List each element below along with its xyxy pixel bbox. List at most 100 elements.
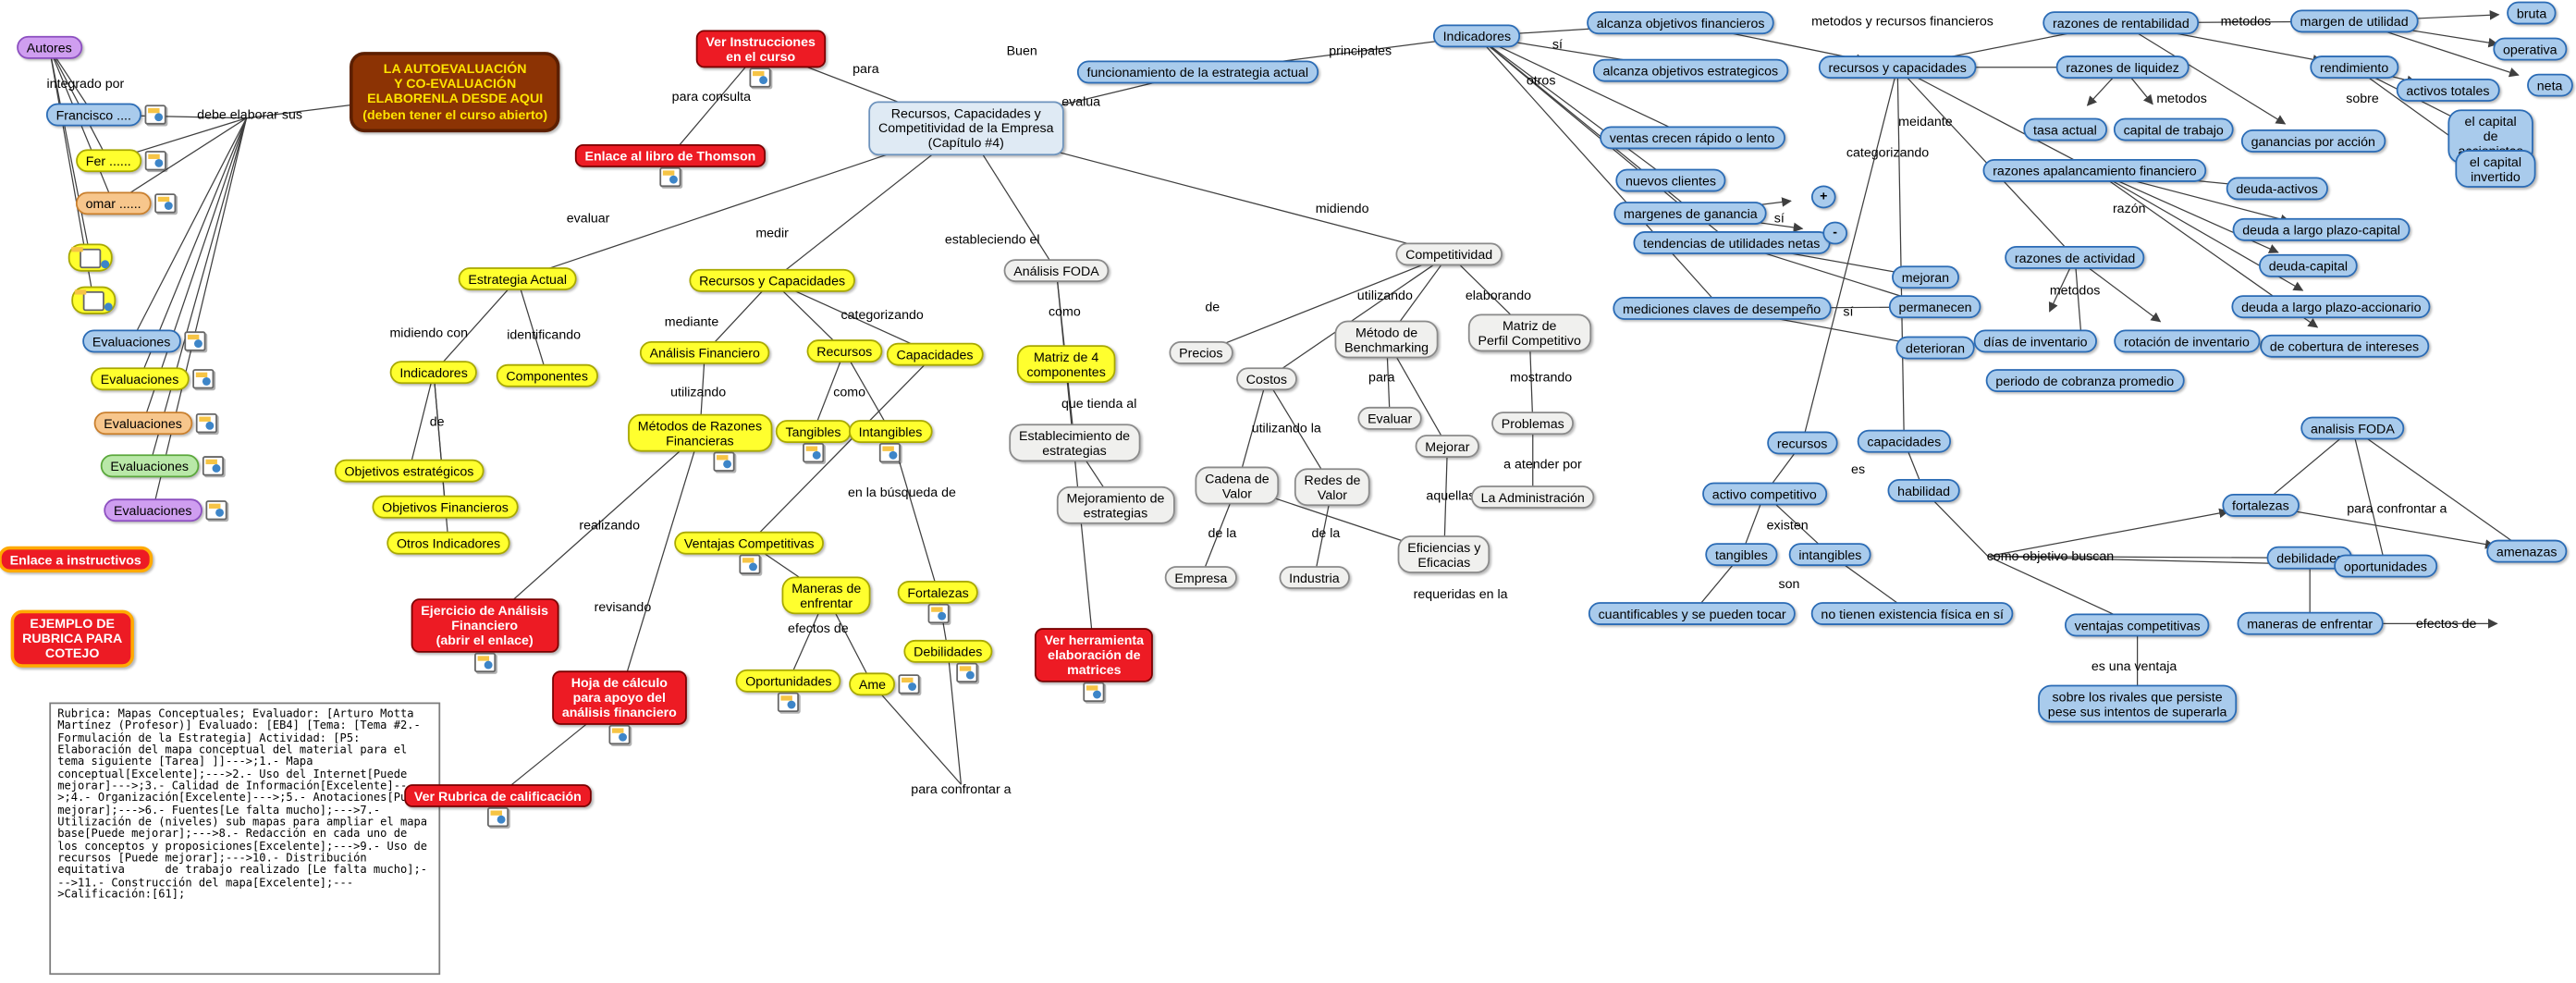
costos[interactable]: Costos — [1236, 367, 1297, 391]
capital-trabajo[interactable]: capital de trabajo — [2113, 117, 2234, 141]
otros-indicadores[interactable]: Otros Indicadores — [386, 531, 510, 555]
mediciones[interactable]: mediciones claves de desempeño — [1613, 297, 1831, 321]
indicadores-top[interactable]: Indicadores — [1432, 24, 1521, 48]
alcanza-fin[interactable]: alcanza objetivos financieros — [1587, 11, 1775, 35]
obj-financieros[interactable]: Objetivos Financieros — [372, 495, 519, 519]
resource-link-icon[interactable] — [714, 452, 736, 473]
plus-b[interactable]: + — [1810, 185, 1836, 209]
analisis-foda-w[interactable]: Análisis FODA — [1003, 259, 1110, 283]
obj-estrategicos[interactable]: Objetivos estratégicos — [334, 459, 485, 483]
ejercicio-analisis[interactable]: Ejercicio de Análisis Financiero (abrir … — [411, 598, 558, 672]
intangibles-b[interactable]: intangibles — [1788, 543, 1871, 567]
rubric-box[interactable]: Rubrica: Mapas Conceptuales; Evaluador: … — [49, 702, 441, 976]
eval4[interactable]: Evaluaciones — [100, 454, 224, 478]
tangibles-y[interactable]: Tangibles — [775, 420, 852, 463]
deuda-lp-accionario[interactable]: deuda a largo plazo-accionario — [2231, 295, 2432, 319]
amenazas-y[interactable]: Ame — [849, 672, 921, 696]
no-tienen[interactable]: no tienen existencia física en sí — [1810, 602, 2014, 626]
capital-invertido[interactable]: el capital invertido — [2455, 150, 2536, 189]
recursos-capacidades[interactable]: Recursos y Capacidades — [689, 268, 855, 293]
nuevos-clientes[interactable]: nuevos clientes — [1615, 168, 1726, 192]
omar[interactable]: omar ...... — [75, 191, 176, 215]
resource-link-icon[interactable] — [879, 443, 902, 463]
resource-link-icon[interactable] — [608, 724, 631, 744]
estrategia-actual[interactable]: Estrategia Actual — [458, 267, 577, 291]
permanecen[interactable]: permanecen — [1888, 295, 1982, 319]
alcanza-est[interactable]: alcanza objetivos estrategicos — [1592, 58, 1788, 82]
resource-link-icon[interactable] — [486, 807, 509, 828]
resource-link-icon[interactable] — [778, 693, 800, 713]
recursos-y[interactable]: Recursos — [806, 339, 882, 363]
establecimiento[interactable]: Establecimiento de estrategias — [1009, 424, 1140, 462]
francisco[interactable]: Francisco .... — [45, 103, 166, 127]
la-administracion[interactable]: La Administración — [1470, 485, 1595, 510]
benchmarking[interactable]: Método de Benchmarking — [1334, 320, 1439, 360]
rendimiento[interactable]: rendimiento — [2310, 55, 2398, 80]
autores[interactable]: Autores — [17, 35, 82, 60]
razones-liquidez[interactable]: razones de liquidez — [2055, 55, 2190, 80]
resource-link-icon[interactable] — [750, 68, 772, 89]
resource-link-icon[interactable] — [82, 290, 104, 311]
ventajas-b[interactable]: ventajas competitivas — [2065, 613, 2211, 637]
resource-link-icon[interactable] — [956, 663, 978, 683]
resource-link-icon[interactable] — [144, 104, 166, 125]
margenes-ganancia[interactable]: margenes de ganancia — [1613, 202, 1768, 226]
deterioran[interactable]: deterioran — [1895, 336, 1975, 360]
autoeval-box[interactable]: LA AUTOEVALUACIÓN Y CO-EVALUACIÓN ELABOR… — [350, 52, 561, 132]
capacidades-y[interactable]: Capacidades — [886, 342, 984, 366]
eficiencias[interactable]: Eficiencias y Eficacias — [1397, 535, 1490, 574]
resource-link-icon[interactable] — [1083, 681, 1105, 702]
mejoramiento[interactable]: Mejoramiento de estrategias — [1056, 485, 1175, 525]
neta[interactable]: neta — [2527, 73, 2573, 97]
mejorar-g[interactable]: Mejorar — [1415, 435, 1480, 459]
debilidades-y[interactable]: Debilidades — [903, 639, 993, 683]
tasa-actual[interactable]: tasa actual — [2023, 117, 2107, 141]
resource-link-icon[interactable] — [659, 167, 681, 188]
razones-rentabilidad[interactable]: razones de rentabilidad — [2042, 11, 2200, 35]
minus-b[interactable]: - — [1822, 221, 1848, 245]
redes-valor[interactable]: Redes de Valor — [1294, 468, 1371, 507]
oportunidades-b[interactable]: oportunidades — [2334, 554, 2437, 578]
maneras-b[interactable]: maneras de enfrentar — [2237, 611, 2383, 635]
ver-rubrica[interactable]: Ver Rubrica de calificación — [404, 784, 592, 828]
fer[interactable]: Fer ...... — [76, 149, 166, 173]
resource-link-icon[interactable] — [204, 500, 227, 521]
resource-link-icon[interactable] — [195, 413, 217, 434]
ver-herramienta[interactable]: Ver herramienta elaboración de matrices — [1034, 628, 1154, 702]
intangibles-y[interactable]: Intangibles — [848, 420, 933, 463]
recursos-b[interactable]: recursos — [1767, 431, 1838, 455]
resource-link-icon[interactable] — [153, 193, 176, 214]
activos-totales[interactable]: activos totales — [2396, 79, 2500, 103]
analisis-financiero[interactable]: Análisis Financiero — [639, 340, 770, 365]
capacidades-b[interactable]: capacidades — [1857, 429, 1951, 453]
tangibles-b[interactable]: tangibles — [1705, 543, 1778, 567]
ver-instrucciones[interactable]: Ver Instrucciones en el curso — [695, 30, 826, 89]
deuda-lp-capital[interactable]: deuda a largo plazo-capital — [2232, 217, 2410, 242]
operativa[interactable]: operativa — [2493, 37, 2568, 61]
hoja-calculo[interactable]: Hoja de cálculo para apoyo del análisis … — [552, 670, 687, 744]
resource-link-icon[interactable] — [802, 443, 825, 463]
competitividad[interactable]: Competitividad — [1395, 242, 1503, 266]
recursos-capacidades-b[interactable]: recursos y capacidades — [1818, 55, 1977, 80]
cobertura[interactable]: de cobertura de intereses — [2260, 334, 2429, 359]
deuda-activos[interactable]: deuda-activos — [2226, 177, 2328, 201]
ganancias-accion[interactable]: ganancias por acción — [2240, 129, 2386, 154]
sobre-rivales[interactable]: sobre los rivales que persiste pese sus … — [2038, 684, 2238, 724]
mejoran[interactable]: mejoran — [1892, 265, 1959, 289]
eval2[interactable]: Evaluaciones — [91, 367, 214, 391]
matriz-4[interactable]: Matriz de 4 componentes — [1016, 345, 1116, 384]
margen-utilidad[interactable]: margen de utilidad — [2290, 9, 2419, 33]
metodos-razones[interactable]: Métodos de Razones Financieras — [628, 413, 772, 473]
activo-competitivo[interactable]: activo competitivo — [1702, 482, 1827, 506]
razones-apalancamiento[interactable]: razones apalancamiento financiero — [1982, 158, 2207, 183]
icon-node-2[interactable] — [71, 286, 117, 314]
ventas-crecen[interactable]: ventas crecen rápido o lento — [1600, 126, 1785, 150]
cadena-valor[interactable]: Cadena de Valor — [1195, 466, 1280, 506]
resource-link-icon[interactable] — [473, 652, 496, 672]
resource-link-icon[interactable] — [202, 456, 224, 476]
ejemplo-rubrica[interactable]: EJEMPLO DE RUBRICA PARA COTEJO — [10, 609, 134, 667]
dias-inventario[interactable]: días de inventario — [1973, 329, 2098, 353]
analisis-foda-b[interactable]: analisis FODA — [2300, 416, 2405, 440]
habilidad[interactable]: habilidad — [1887, 479, 1960, 503]
